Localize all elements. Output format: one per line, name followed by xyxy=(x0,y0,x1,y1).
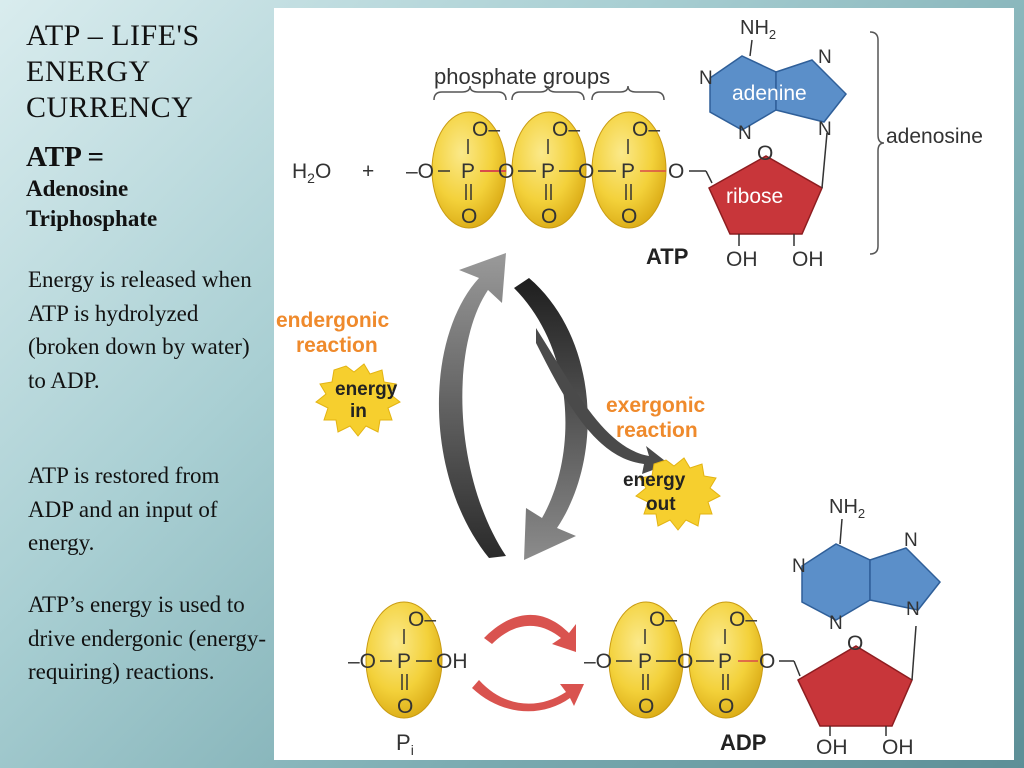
atom-o: O xyxy=(498,160,514,183)
atom-p: P xyxy=(638,650,652,673)
paragraph-2: ATP is restored from ADP and an input of… xyxy=(28,463,220,556)
red-arrow-bottom xyxy=(472,680,584,712)
endergonic-label-line-2: reaction xyxy=(296,334,378,357)
slide-title: ATP – LIFE'S ENERGY CURRENCY xyxy=(26,19,200,124)
atom-o-minus: O– xyxy=(649,608,677,631)
energy-out-line-1: energy xyxy=(623,470,686,491)
water-formula: H2O xyxy=(292,160,331,186)
red-arrow-top xyxy=(484,614,576,652)
energy-out-line-2: out xyxy=(646,494,676,515)
adenine-ring xyxy=(775,59,848,123)
exergonic-label-line-1: exergonic xyxy=(606,394,706,417)
hydroxyl: OH xyxy=(816,736,848,759)
adp-label: ADP xyxy=(720,730,766,755)
diagram-svg: phosphate groups H2O + –O P O– O O P O– … xyxy=(276,17,983,759)
exergonic-arrow xyxy=(514,278,588,560)
phosphate-groups-label: phosphate groups xyxy=(434,64,610,89)
energy-in-burst xyxy=(315,363,401,437)
atom-o: O xyxy=(677,650,693,673)
glycosidic-bond xyxy=(821,132,828,189)
phosphate-ellipse xyxy=(608,601,684,719)
atom-o: O xyxy=(461,205,477,228)
pi-label: Pi xyxy=(396,730,414,758)
atom-o: O xyxy=(541,205,557,228)
energy-in-line-1: energy xyxy=(335,379,398,400)
atom-o-minus: O– xyxy=(632,118,660,141)
atom-p: P xyxy=(718,650,732,673)
atom-o-minus: O– xyxy=(552,118,580,141)
atom-n: N xyxy=(906,599,920,620)
atom-n: N xyxy=(699,68,713,89)
atp-label: ATP xyxy=(646,244,688,269)
bond xyxy=(705,170,713,184)
atom-o-minus: O– xyxy=(408,608,436,631)
atom-n: N xyxy=(738,123,752,144)
adenine-label: adenine xyxy=(732,82,807,105)
atom-o: O xyxy=(668,160,684,183)
atom-o: O xyxy=(638,695,654,718)
brace-phosphate-3 xyxy=(591,85,665,101)
amino-group: NH2 xyxy=(829,496,865,521)
bond xyxy=(749,39,753,57)
energy-in-line-2: in xyxy=(350,401,367,422)
atom-o: O xyxy=(759,650,775,673)
ribose-ring xyxy=(797,645,913,727)
atom-o: O xyxy=(718,695,734,718)
slide-subtitle: ATP = Adenosine Triphosphate xyxy=(26,140,266,234)
subtitle-line-1: Adenosine xyxy=(26,176,129,201)
atom-minus-o: –O xyxy=(406,160,434,183)
energy-out-arrow xyxy=(536,328,669,474)
atom-n: N xyxy=(904,530,918,551)
atom-o-minus: O– xyxy=(729,608,757,631)
amino-group: NH2 xyxy=(740,17,776,42)
subtitle-main: ATP = xyxy=(26,141,105,173)
atom-o-minus: O– xyxy=(472,118,500,141)
glycosidic-bond xyxy=(911,625,917,681)
phosphate-ellipse xyxy=(688,601,764,719)
atom-n: N xyxy=(818,47,832,68)
atom-o: O xyxy=(578,160,594,183)
bond xyxy=(839,518,843,545)
exergonic-label-line-2: reaction xyxy=(616,419,698,442)
atom-o: O xyxy=(757,142,773,165)
endergonic-arrow xyxy=(438,253,506,558)
atom-n: N xyxy=(792,556,806,577)
phosphate-ellipse xyxy=(365,601,443,719)
atom-p: P xyxy=(621,160,635,183)
brace-adenosine xyxy=(869,31,885,255)
subtitle-line-2: Triphosphate xyxy=(26,206,158,231)
atom-n: N xyxy=(818,119,832,140)
paragraph-3: ATP’s energy is used to drive endergonic… xyxy=(28,592,266,685)
atom-o: O xyxy=(397,695,413,718)
endergonic-label-line-1: endergonic xyxy=(276,309,390,332)
phosphate-ellipse xyxy=(591,111,667,229)
ribose-ring xyxy=(708,155,823,235)
adenine-ring xyxy=(869,547,942,611)
paragraph-1: Energy is released when ATP is hydrolyze… xyxy=(28,267,252,393)
bond xyxy=(793,660,801,677)
hydroxyl: OH xyxy=(792,248,824,271)
adenosine-label: adenosine xyxy=(886,125,983,148)
atom-p: P xyxy=(461,160,475,183)
brace-phosphate-2 xyxy=(511,85,585,101)
energy-out-burst xyxy=(635,457,721,531)
hydroxyl: OH xyxy=(882,736,914,759)
atom-p: P xyxy=(541,160,555,183)
atom-o: O xyxy=(847,632,863,655)
atp-cycle-diagram: phosphate groups H2O + –O P O– O O P O– … xyxy=(274,8,1014,760)
atom-n: N xyxy=(829,613,843,634)
plus-sign: + xyxy=(362,160,374,183)
atom-o: O xyxy=(621,205,637,228)
hydroxyl: OH xyxy=(436,650,468,673)
atom-p: P xyxy=(397,650,411,673)
hydroxyl: OH xyxy=(726,248,758,271)
atom-minus-o: –O xyxy=(584,650,612,673)
atom-minus-o: –O xyxy=(348,650,376,673)
brace-phosphate-1 xyxy=(433,85,507,101)
adenine-ring xyxy=(801,543,871,621)
phosphate-ellipse xyxy=(511,111,587,229)
ribose-label: ribose xyxy=(726,185,783,208)
